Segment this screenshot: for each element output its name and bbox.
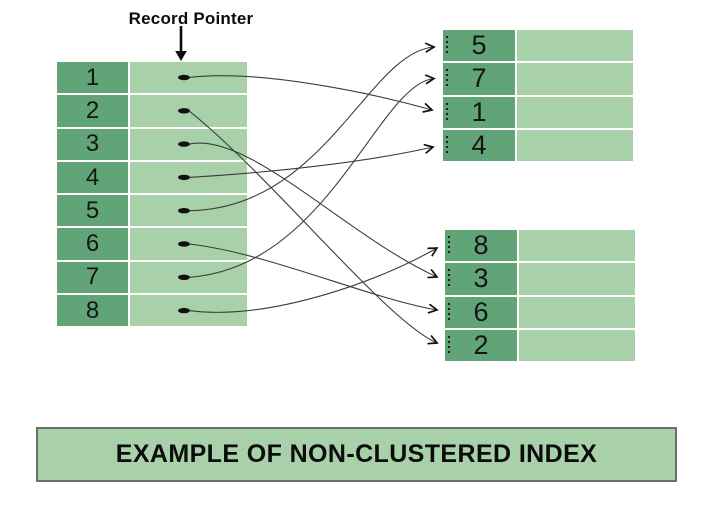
pointer-target-ticks — [448, 302, 450, 322]
index-key-cell: 8 — [57, 295, 128, 327]
index-row: 5 — [57, 195, 247, 227]
index-table: 1 2 3 4 5 6 7 8 — [57, 62, 247, 327]
data-key-value: 5 — [471, 30, 487, 61]
pointer-target-ticks — [448, 269, 450, 289]
record-pointer-down-arrow — [175, 26, 187, 61]
data-row: 7 — [443, 63, 633, 95]
index-row: 8 — [57, 295, 247, 327]
data-row: 2 — [445, 329, 635, 362]
index-key-cell: 1 — [57, 62, 128, 94]
record-pointer-cell — [130, 261, 247, 294]
pointer-target-ticks — [446, 102, 448, 122]
record-pointer-cell — [130, 161, 247, 194]
data-key-value: 6 — [473, 296, 489, 327]
index-key-cell: 2 — [57, 95, 128, 127]
data-key-value: 7 — [471, 63, 487, 94]
index-key-cell: 6 — [57, 228, 128, 260]
data-value-cell — [519, 230, 635, 262]
data-value-cell — [517, 30, 633, 62]
record-pointer-cell — [130, 195, 247, 227]
data-key-cell: 1 — [443, 96, 515, 128]
index-key-cell: 4 — [57, 161, 128, 194]
data-row: 5 — [443, 30, 633, 62]
caption-text: EXAMPLE OF NON-CLUSTERED INDEX — [115, 440, 598, 468]
data-key-value: 3 — [473, 263, 489, 294]
index-row: 2 — [57, 95, 247, 127]
data-value-cell — [517, 129, 633, 162]
record-pointer-label: Record Pointer — [128, 9, 254, 28]
caption-box: EXAMPLE OF NON-CLUSTERED INDEX — [36, 427, 677, 482]
data-key-cell: 2 — [445, 329, 517, 362]
data-value-cell — [519, 296, 635, 328]
pointer-target-ticks — [448, 236, 450, 256]
data-page-table-1: 5 7 1 4 — [443, 30, 633, 162]
data-key-value: 8 — [473, 230, 489, 261]
data-key-cell: 3 — [445, 263, 517, 295]
data-key-cell: 4 — [443, 129, 515, 162]
record-pointer-cell — [130, 62, 247, 94]
data-key-cell: 5 — [443, 30, 515, 62]
data-value-cell — [517, 96, 633, 128]
data-key-value: 2 — [473, 330, 489, 361]
index-row: 4 — [57, 161, 247, 194]
record-pointer-cell — [130, 95, 247, 127]
data-key-value: 1 — [471, 96, 487, 127]
pointer-target-ticks — [448, 336, 450, 356]
data-row: 6 — [445, 296, 635, 328]
pointer-target-ticks — [446, 36, 448, 56]
pointer-target-ticks — [446, 136, 448, 156]
data-key-cell: 6 — [445, 296, 517, 328]
data-value-cell — [519, 263, 635, 295]
index-row: 6 — [57, 228, 247, 260]
data-value-cell — [517, 63, 633, 95]
record-pointer-cell — [130, 295, 247, 327]
index-key-cell: 3 — [57, 128, 128, 160]
index-row: 7 — [57, 261, 247, 294]
data-value-cell — [519, 329, 635, 362]
data-key-cell: 8 — [445, 230, 517, 262]
data-key-value: 4 — [471, 130, 487, 161]
data-row: 1 — [443, 96, 633, 128]
index-key-cell: 5 — [57, 195, 128, 227]
record-pointer-cell — [130, 228, 247, 260]
index-row: 1 — [57, 62, 247, 94]
data-row: 3 — [445, 263, 635, 295]
data-row: 8 — [445, 230, 635, 262]
index-row: 3 — [57, 128, 247, 160]
data-key-cell: 7 — [443, 63, 515, 95]
index-key-cell: 7 — [57, 261, 128, 294]
data-page-table-2: 8 3 6 2 — [445, 230, 635, 362]
data-row: 4 — [443, 129, 633, 162]
record-pointer-cell — [130, 128, 247, 160]
pointer-target-ticks — [446, 69, 448, 89]
